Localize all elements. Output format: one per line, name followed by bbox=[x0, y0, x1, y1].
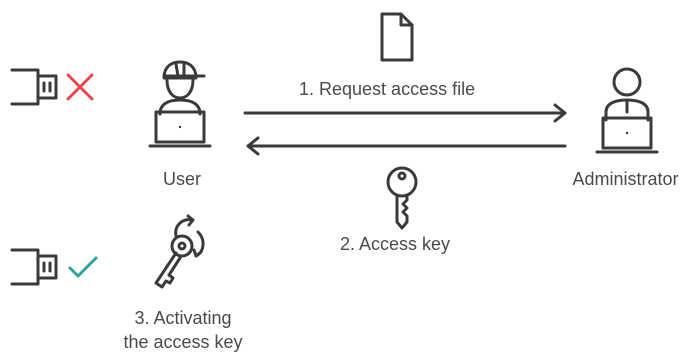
key-activation-icon bbox=[154, 214, 205, 289]
user-icon bbox=[148, 60, 212, 148]
step-3-label-line-2: the access key bbox=[123, 332, 243, 352]
arrow-left-icon bbox=[246, 136, 567, 156]
file-icon bbox=[380, 12, 414, 62]
user-label: User bbox=[162, 169, 201, 189]
cross-icon bbox=[66, 73, 94, 101]
arrow-right-icon bbox=[243, 103, 567, 123]
step-1-label: 1. Request access file bbox=[299, 79, 476, 99]
administrator-icon bbox=[595, 67, 659, 154]
check-icon bbox=[68, 256, 98, 278]
usb-device-icon bbox=[10, 68, 58, 106]
administrator-label: Administrator bbox=[572, 169, 679, 189]
usb-device-icon bbox=[10, 248, 58, 286]
key-icon bbox=[386, 166, 418, 230]
step-2-label: 2. Access key bbox=[340, 234, 451, 254]
step-3-label-line-1: 3. Activating bbox=[134, 308, 232, 328]
